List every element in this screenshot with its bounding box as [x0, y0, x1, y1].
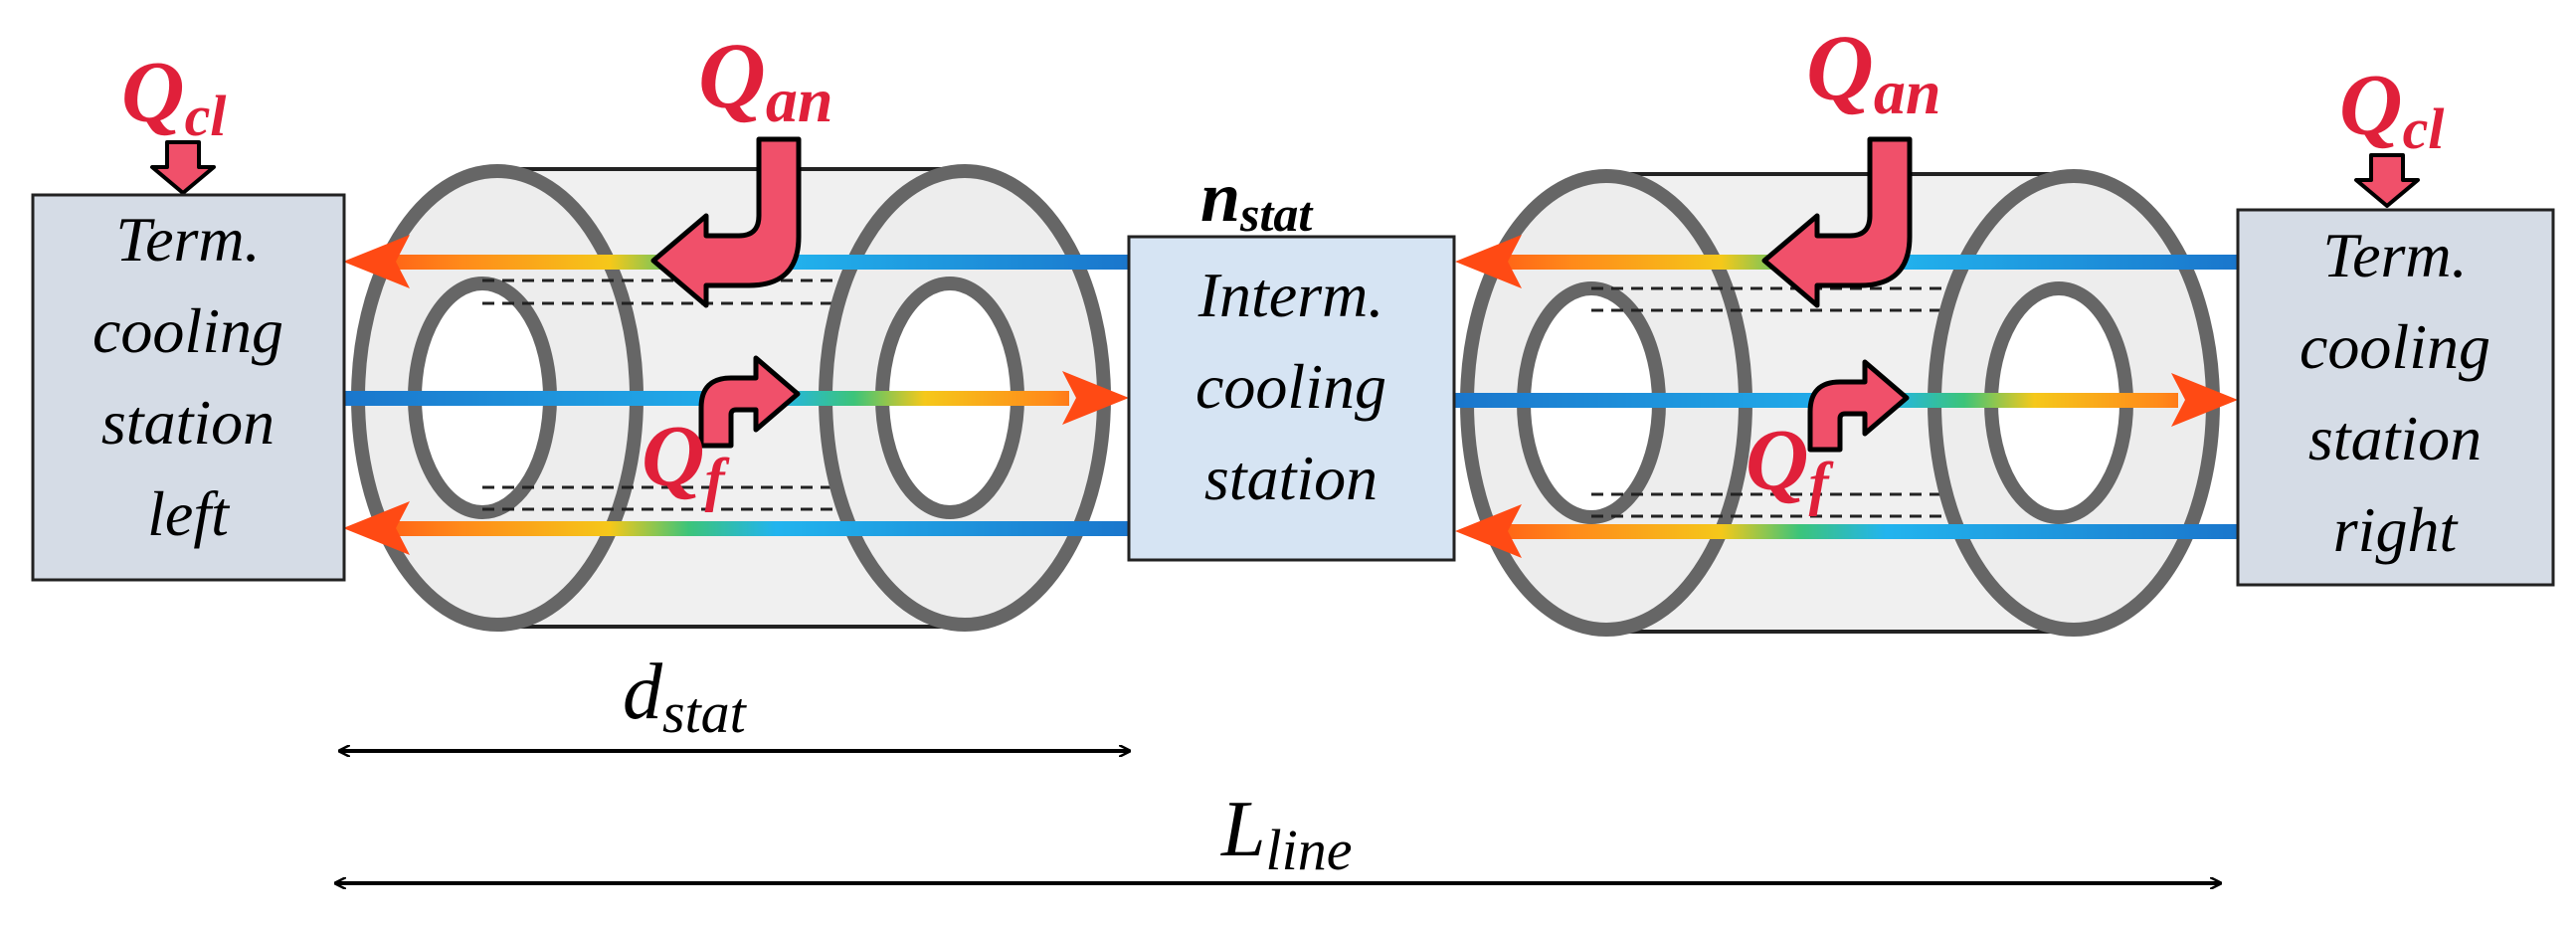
flow-arrow-head-icon	[1062, 371, 1129, 425]
station-right-line-4: right	[2333, 494, 2460, 565]
station-right-line-1: Term.	[2322, 220, 2467, 290]
d-stat-label: dstat	[623, 648, 748, 745]
station-middle-line-2: cooling	[1196, 351, 1386, 422]
q-f-left-label: Qf	[642, 409, 730, 512]
station-middle-line-1: Interm.	[1197, 260, 1384, 330]
station-left-line-2: cooling	[92, 295, 283, 366]
q-cl-left-label: Qcl	[121, 45, 227, 148]
terminal-station-left: Term. cooling station left	[31, 193, 346, 582]
flow-arrow-head-icon	[343, 501, 410, 555]
friction-heat-arrow-right-icon	[1807, 359, 1910, 453]
cooling-load-arrow-right-icon	[2354, 153, 2420, 208]
flow-arrow-head-icon	[343, 235, 410, 288]
q-an-left-label: Qan	[698, 25, 832, 135]
flow-arrow-head-icon	[2171, 373, 2238, 427]
station-right-line-3: station	[2308, 403, 2482, 473]
anode-heat-arrow-left-icon	[650, 136, 802, 308]
station-left-line-1: Term.	[115, 204, 260, 275]
q-f-right-label: Qf	[1746, 413, 1834, 516]
l-line-label: Lline	[1220, 786, 1352, 882]
intermediate-station: Interm. cooling station	[1127, 235, 1456, 562]
anode-heat-arrow-right-icon	[1761, 136, 1913, 308]
terminal-station-right: Term. cooling station right	[2236, 208, 2555, 587]
q-cl-right-label: Qcl	[2339, 58, 2445, 161]
cooling-load-arrow-left-icon	[150, 140, 216, 195]
q-an-right-label: Qan	[1806, 17, 1940, 127]
station-right-line-2: cooling	[2300, 311, 2490, 382]
station-left-line-4: left	[147, 478, 231, 549]
station-middle-line-3: station	[1204, 443, 1378, 513]
flow-arrow-head-icon	[1455, 504, 1522, 558]
station-left-line-3: station	[101, 387, 275, 458]
flow-arrow-head-icon	[1455, 235, 1522, 288]
n-stat-label: nstat	[1200, 157, 1314, 242]
friction-heat-arrow-left-icon	[698, 355, 801, 449]
